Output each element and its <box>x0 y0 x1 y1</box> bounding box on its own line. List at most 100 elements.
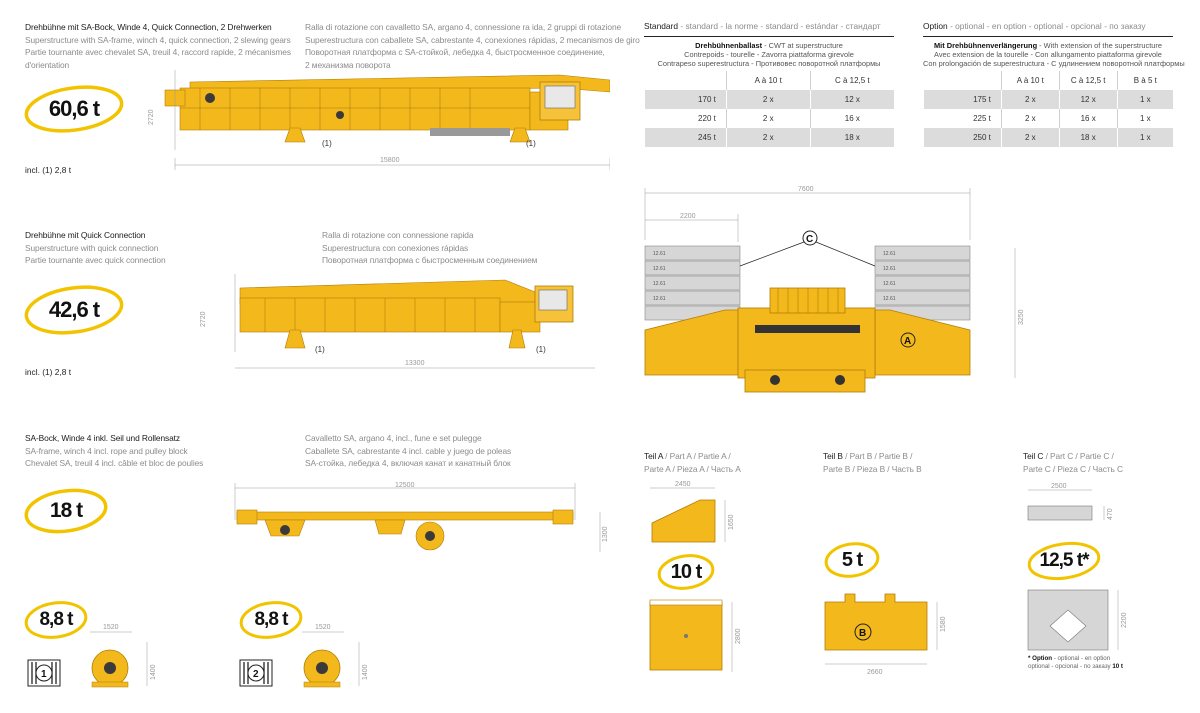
table-cell: 2 x <box>725 109 811 128</box>
part-c-title: Teil C / Part C / Partie C / Parte C / P… <box>1023 450 1123 475</box>
part-a-title-grey2: Parte A / Pieza A / Часть А <box>644 463 741 474</box>
s2-description-it-es-ru: Ralla di rotazione con connessione rapid… <box>322 229 537 267</box>
part-b-weight-value: 5 t <box>841 548 863 571</box>
table-cell: 2 x <box>725 90 811 109</box>
part-b-title-grey2: Parte B / Pieza B / Часть В <box>823 463 922 474</box>
part-c-title-dark: Teil C <box>1023 451 1044 461</box>
table-cell: 18 x <box>1058 128 1118 147</box>
table-header-row: A à 10 t C à 12,5 t B à 5 t <box>923 71 1173 90</box>
table-cell: 16 x <box>809 109 894 128</box>
cwt-a-label: A <box>904 336 911 347</box>
table-cell: 245 t <box>644 128 727 147</box>
s1-line: Drehbühne mit SA-Bock, Winde 4, Quick Co… <box>25 22 272 32</box>
table-cell: 12 x <box>809 90 894 109</box>
s2-description-de-en-fr: Drehbühne mit Quick Connection Superstru… <box>25 229 166 267</box>
s3-weight-badge: 18 t <box>23 487 109 535</box>
option-rule <box>923 36 1173 37</box>
std-cap-dark: Drehbühnenballast <box>695 41 763 50</box>
table-cell: 170 t <box>644 90 727 109</box>
s3-line: Chevalet SA, treuil 4 incl. câble et blo… <box>25 458 204 468</box>
part-b-title-grey1: / Part B / Partie B / <box>842 451 913 461</box>
s2-marker-left: (1) <box>315 345 325 354</box>
s1-line: 2 механизма поворота <box>305 59 391 70</box>
part-a-weight-value: 10 t <box>670 560 702 583</box>
s2-incl-note: incl. (1) 2,8 t <box>25 367 72 377</box>
badge-ring-icon <box>24 601 88 639</box>
part-c-title-grey1: / Part C / Partie C / <box>1043 451 1114 461</box>
slab-label: 12.61 <box>653 281 666 287</box>
table-header-cell: B à 5 t <box>1116 71 1173 90</box>
slab-label: 12.61 <box>883 251 896 257</box>
standard-table: A à 10 t C à 12,5 t 170 t 2 x 12 x 220 t… <box>644 71 894 147</box>
s2-weight-value: 42,6 t <box>48 297 100 322</box>
table-header-cell: C à 12,5 t <box>1058 71 1118 90</box>
s1-length-dim: 15800 <box>380 157 400 164</box>
badge-ring-icon <box>24 285 124 335</box>
reel2-width-dim: 1520 <box>315 624 331 631</box>
part-c-foot-dark2: 10 t <box>1112 662 1123 670</box>
table-header-cell: A à 10 t <box>725 71 811 90</box>
table-row: 225 t 2 x 16 x 1 x <box>923 109 1173 128</box>
std-cap2: Contrepoids - tourelle - Zavorra piattaf… <box>684 49 854 59</box>
std-cap-grey: - CWT at superstructure <box>762 41 843 50</box>
part-a-weight-badge: 10 t <box>656 552 716 592</box>
s2-height-dim: 2720 <box>200 311 207 327</box>
part-a-title-grey1: / Part A / Partie A / <box>662 451 731 461</box>
s1-line: Partie tournante avec chevalet SA, treui… <box>25 47 291 57</box>
part-b-title: Teil B / Part B / Partie B / Parte B / P… <box>823 450 922 475</box>
table-row: 175 t 2 x 12 x 1 x <box>923 90 1173 109</box>
standard-title-dark: Standard <box>644 21 678 31</box>
s3-height-dim: 1300 <box>602 526 609 542</box>
superstructure-sa-frame-drawing: (1) (1) 15800 2720 <box>148 70 610 170</box>
reel1-number: 1 <box>41 669 47 680</box>
opt-cap3: Con prolongación de superestructura - С … <box>923 58 1185 68</box>
option-title-dark: Option <box>923 21 948 31</box>
s2-line: Superstructure with quick connection <box>25 242 159 253</box>
option-caption: Mit Drehbühnenverlängerung - With extens… <box>923 41 1185 68</box>
part-c-height-dim: 470 <box>1107 508 1114 520</box>
part-b-label: B <box>859 628 866 639</box>
reel1-height-dim: 1400 <box>150 664 157 680</box>
slab-label: 12.61 <box>653 296 666 302</box>
table-cell: 2 x <box>1000 90 1060 109</box>
reel1-width-dim: 1520 <box>103 624 119 631</box>
reel2-weight-value: 8,8 t <box>254 609 288 630</box>
s1-marker-right: (1) <box>526 139 536 148</box>
slab-label: 12.61 <box>883 281 896 287</box>
badge-ring-icon <box>1027 541 1101 581</box>
s2-line: Drehbühne mit Quick Connection <box>25 230 146 240</box>
part-a-title: Teil A / Part A / Partie A / Parte A / P… <box>644 450 741 475</box>
opt-cap-grey: - With extension of the superstructure <box>1037 41 1162 50</box>
s1-height-dim: 2720 <box>148 109 155 125</box>
s1-line: Superestructura con caballete SA, cabres… <box>305 34 640 45</box>
reel2-height-dim: 1400 <box>362 664 369 680</box>
s1-weight-badge: 60,6 t <box>23 84 125 134</box>
s3-description-de-en-fr: SA-Bock, Winde 4 inkl. Seil und Rollensa… <box>25 432 203 470</box>
badge-ring-icon <box>824 542 880 578</box>
s2-line: Поворотная платформа с быстросменным сое… <box>322 255 538 265</box>
s3-line: SA-Bock, Winde 4 inkl. Seil und Rollensa… <box>25 433 180 443</box>
s1-weight-value: 60,6 t <box>48 96 100 121</box>
s1-line: Ralla di rotazione con cavalletto SA, ar… <box>305 22 622 32</box>
table-cell: 1 x <box>1116 109 1173 128</box>
reel2-weight-badge: 8,8 t <box>238 600 304 640</box>
reel1-weight-value: 8,8 t <box>39 609 73 630</box>
s1-line: Поворотная платформа с SA-стойкой, лебед… <box>305 47 605 57</box>
std-cap3: Contrapeso superestructura - Противовес … <box>657 58 881 68</box>
s2-line: Superestructura con conexiones rápidas <box>322 242 469 253</box>
table-cell: 2 x <box>725 128 811 147</box>
sa-frame-winch-drawing: 12500 1300 <box>234 482 609 552</box>
counterweight-front-view-drawing: 7600 2200 3250 12.61 12.61 12.61 12.61 1… <box>644 186 1025 393</box>
table-cell: 2 x <box>1000 128 1060 147</box>
table-header-cell: C à 12,5 t <box>809 71 894 90</box>
s1-line: d'orientation <box>25 59 70 70</box>
part-a-width-dim: 2450 <box>675 481 691 488</box>
opt-cap-dark: Mit Drehbühnenverlängerung <box>934 41 1038 50</box>
reel1-drawing: 1 1520 1400 <box>27 624 157 688</box>
s1-incl-note: incl. (1) 2,8 t <box>25 165 72 175</box>
part-c-weight-badge: 12,5 t* <box>1026 540 1102 582</box>
cwt-width-dim: 7600 <box>798 186 814 193</box>
reel1-weight-badge: 8,8 t <box>23 600 89 640</box>
table-cell: 225 t <box>923 109 1002 128</box>
standard-rule <box>644 36 894 37</box>
